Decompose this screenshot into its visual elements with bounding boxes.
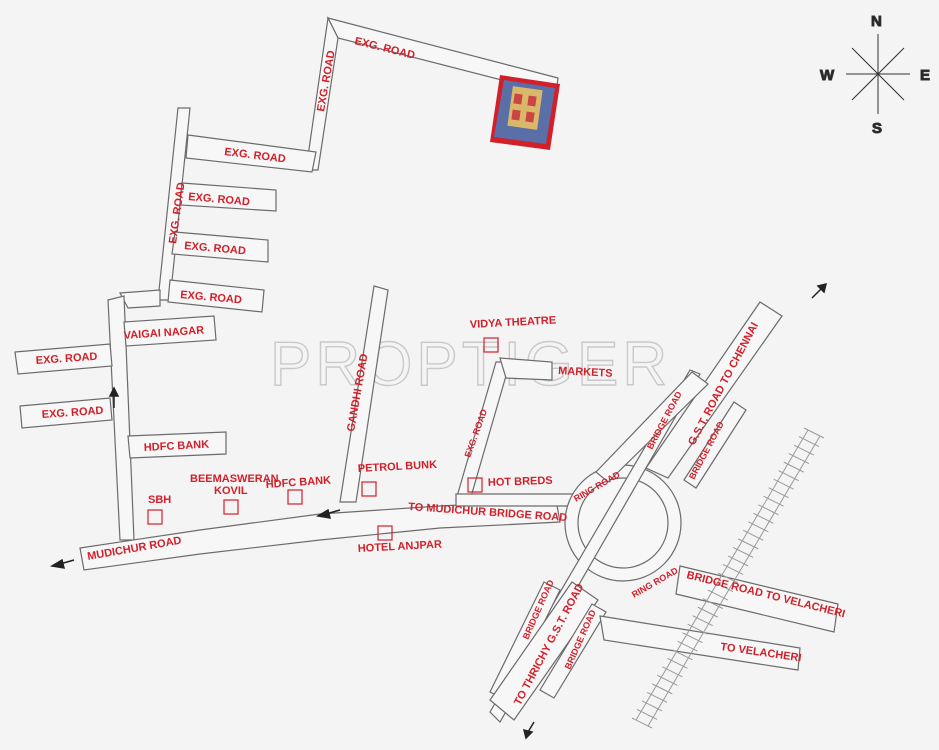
exg-road-west-1 xyxy=(14,343,113,375)
hotel-anjpar-marker xyxy=(377,525,393,541)
vaigai-nagar-road xyxy=(123,315,217,347)
label-vidya-theatre: VIDYA THEATRE xyxy=(470,314,557,331)
railway-tie xyxy=(722,564,744,575)
railway-tie xyxy=(743,529,764,541)
railway-tie xyxy=(697,606,718,618)
sbh-marker xyxy=(147,509,163,525)
to-thrichy-gst-road xyxy=(489,581,599,721)
railway-tie xyxy=(662,666,683,678)
petrol-bunk-marker xyxy=(361,481,377,497)
railway-tie xyxy=(707,589,729,601)
label-sbh: SBH xyxy=(148,494,171,506)
label-exg-road-w2: EXG. ROAD xyxy=(41,405,103,421)
label-exg-road-b2: EXG. ROAD xyxy=(184,240,247,257)
railway-tie xyxy=(783,461,804,473)
railway-tie xyxy=(667,657,688,669)
railway-tie xyxy=(641,700,663,712)
label-exg-road-b1: EXG. ROAD xyxy=(188,191,251,208)
railway-tie xyxy=(732,546,754,558)
railway-tie xyxy=(682,632,703,644)
road-network xyxy=(14,16,839,723)
compass-west: W xyxy=(820,67,835,84)
to-velacheri-road xyxy=(599,615,801,671)
label-vaigai-nagar: VAIGAI NAGAR xyxy=(123,324,204,342)
hdfc-bank-road xyxy=(127,431,227,459)
landmarks xyxy=(147,337,499,541)
railway-tie xyxy=(657,674,678,686)
hdfc-bank-marker xyxy=(287,489,303,505)
label-exg-road-b3: EXG. ROAD xyxy=(180,289,243,306)
railway-tie xyxy=(768,487,789,499)
railway-tie xyxy=(687,623,708,635)
railway-tie xyxy=(778,470,799,482)
bridge-road-to-velacheri xyxy=(675,565,839,633)
project-building xyxy=(490,75,560,150)
label-hotel-anjpar: HOTEL ANJPAR xyxy=(358,539,443,555)
railway-tie xyxy=(763,495,784,507)
bridge-road-sw-2 xyxy=(539,603,607,699)
railway-tie xyxy=(727,555,749,567)
connector-road xyxy=(119,289,161,309)
vidya-theatre-marker xyxy=(483,337,499,353)
markets-road xyxy=(499,357,553,381)
label-markets: MARKETS xyxy=(558,365,613,380)
kovil-marker xyxy=(223,499,239,515)
railway-tie xyxy=(788,453,810,465)
mudichur-road xyxy=(79,499,561,571)
watermark: PROPTIGER xyxy=(270,330,671,399)
railway-tie xyxy=(773,478,794,490)
mudichur-bridge-connector xyxy=(455,493,577,507)
railway-tie xyxy=(652,683,673,695)
exg-road-branch-1 xyxy=(179,182,277,212)
railway-tie xyxy=(803,427,825,439)
label-exg-road-w1: EXG. ROAD xyxy=(35,351,97,367)
railway-tie xyxy=(692,615,713,627)
railway-tie xyxy=(717,572,739,584)
railway-tie xyxy=(758,504,779,516)
bridge-road-ne xyxy=(595,371,709,483)
label-kovil: KOVIL xyxy=(214,485,248,497)
hot-breds-marker xyxy=(467,477,483,493)
railway-tie xyxy=(636,709,658,720)
railway-tie xyxy=(793,444,815,456)
railway-tie xyxy=(702,598,724,610)
compass-north: N xyxy=(871,13,882,30)
railway-tie xyxy=(631,717,653,729)
label-hdfc-bank-2: HDFC BANK xyxy=(265,474,331,491)
direction-arrows xyxy=(49,282,828,740)
exg-road-branch-2 xyxy=(171,231,269,263)
railway-track xyxy=(631,427,825,729)
bridge-road-ne-2 xyxy=(683,401,747,489)
exg-road-vertical-top xyxy=(305,16,339,171)
compass-east: E xyxy=(920,67,930,84)
railway-tie xyxy=(753,512,774,524)
label-petrol-bunk: PETROL BUNK xyxy=(358,459,438,475)
compass-rose: N S E W xyxy=(820,13,931,138)
label-hot-breds: HOT BREDS xyxy=(488,475,553,489)
railway-tie xyxy=(748,521,769,533)
railway-tie xyxy=(798,436,820,447)
railway-tie xyxy=(646,691,668,703)
label-hdfc-bank: HDFC BANK xyxy=(144,439,210,454)
exg-road-upper xyxy=(185,134,317,173)
compass-south: S xyxy=(872,120,882,137)
railway-tie xyxy=(672,649,693,661)
gst-road-to-chennai xyxy=(645,301,783,479)
railway-tie xyxy=(677,640,698,652)
railway-tie xyxy=(712,581,734,592)
exg-road-branch-3 xyxy=(167,279,265,313)
railway-tie xyxy=(738,538,759,550)
label-beemasweran: BEEMASWERAN xyxy=(190,473,279,485)
exg-road-west-2 xyxy=(19,397,113,429)
gandhi-road xyxy=(339,285,389,503)
